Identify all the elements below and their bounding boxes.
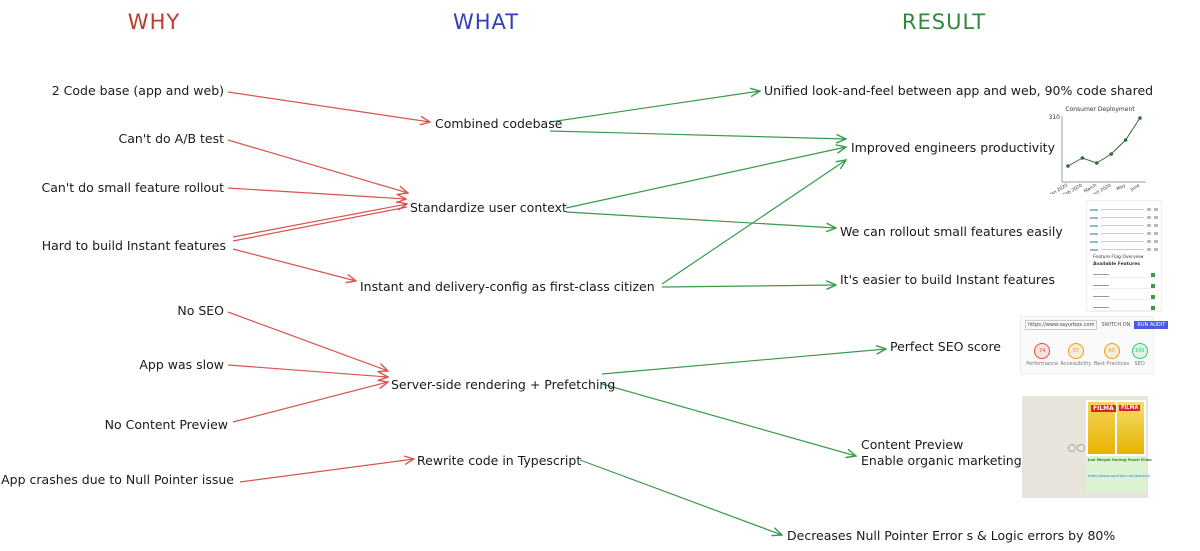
chart-xtick-label: Feb 2020 (1062, 182, 1083, 194)
chat-bubble: FILMA FILMA Jual Minyak Goreng Pouch Fil… (1086, 400, 1152, 492)
carousel-dot-icon (1068, 444, 1076, 452)
chart-xtick-label: April 2020 (1089, 182, 1112, 194)
seo-score-label: SEO (1134, 361, 1145, 367)
what-item-ssr-prefetching: Server-side rendering + Prefetching (391, 377, 616, 392)
arrow-seo-to-ssr (227, 311, 388, 371)
seo-switch-label: SWITCH ON (1101, 322, 1131, 328)
header-why: WHY (127, 10, 181, 34)
chart-title: Consumer Deployment (1065, 106, 1135, 113)
feature-toggle-row (1093, 272, 1155, 278)
chart-ytick-top: 310 (1049, 114, 1061, 121)
brand-label: FILMA (1119, 405, 1141, 411)
feature-toggle-row (1093, 305, 1155, 311)
preview-title: Jual Minyak Goreng Pouch Filma (1088, 458, 1152, 462)
carousel-dot-icon (1077, 444, 1085, 452)
result-item-seo-score: Perfect SEO score (890, 339, 1001, 354)
arrow-codebase-to-combined (227, 91, 430, 122)
chart-xtick-label: May (1116, 182, 1127, 192)
preview-link: https://www.sayurbox.com/product/ (1088, 474, 1151, 478)
why-item-code-base: 2 Code base (app and web) (51, 83, 224, 98)
why-item-ab-test: Can't do A/B test (118, 131, 225, 146)
chart-point (1109, 152, 1113, 156)
content-preview-thumbnail: FILMA FILMA Jual Minyak Goreng Pouch Fil… (1022, 396, 1152, 498)
arrow-rollout-to-context (227, 187, 406, 199)
seo-score-value: 87 (1067, 343, 1084, 359)
product-image: FILMA (1088, 402, 1116, 454)
feature-flag-row (1090, 231, 1158, 236)
product-image: FILMA (1117, 402, 1144, 454)
arrow-typescript-to-null (579, 459, 782, 535)
arrow-combined-to-productivity (549, 130, 846, 139)
arrow-slow-to-ssr (227, 364, 388, 377)
chart-series-line (1067, 117, 1141, 167)
header-result: RESULT (901, 10, 987, 34)
feature-flags-subtitle: Available Features (1093, 262, 1141, 267)
arrow-context-to-productivity (565, 147, 846, 209)
feature-flags-title: Feature Flag Overview (1093, 255, 1144, 260)
why-item-content-preview: No Content Preview (104, 417, 228, 432)
seo-score-label: Performance (1026, 361, 1058, 367)
why-item-instant-features: Hard to build Instant features (41, 238, 226, 253)
arrow-config-to-productivity (661, 160, 846, 285)
chart-xtick-label: June (1129, 182, 1142, 193)
why-item-no-seo: No SEO (177, 303, 224, 318)
feature-flag-row (1090, 247, 1158, 252)
result-item-rollout: We can rollout small features easily (840, 224, 1063, 239)
feature-flag-row (1090, 207, 1158, 212)
arrow-config-to-instant (661, 285, 836, 287)
header-what: WHAT (452, 10, 520, 34)
arrow-preview-to-ssr (232, 382, 388, 423)
arrow-instant-to-context-2 (232, 206, 408, 242)
arrow-ssr-to-preview (601, 383, 856, 456)
what-item-combined-codebase: Combined codebase (435, 116, 563, 131)
feature-flag-row (1090, 215, 1158, 220)
result-item-unified: Unified look-and-feel between app and we… (764, 83, 1154, 98)
chart-point (1138, 116, 1142, 120)
what-item-typescript: Rewrite code in Typescript (417, 453, 582, 468)
what-item-delivery-config: Instant and delivery-config as first-cla… (360, 279, 655, 294)
seo-score-label: Best Practices (1093, 361, 1130, 367)
chart-point (1080, 156, 1085, 160)
feature-flag-row (1090, 239, 1158, 244)
brand-label: FILMA (1091, 405, 1116, 412)
chart-point (1066, 164, 1070, 168)
arrow-ssr-to-seo (601, 349, 886, 375)
seo-audit-thumbnail: https://www.sayurbox.com SWITCH ON RUN A… (1020, 316, 1169, 374)
seo-score-value: 93 (1103, 343, 1120, 359)
arrow-combined-to-unified (549, 91, 760, 123)
why-item-app-slow: App was slow (139, 357, 224, 372)
seo-score-value: 74 (1034, 343, 1051, 359)
seo-run-audit-button: RUN AUDIT (1134, 321, 1169, 329)
feature-flag-row (1090, 223, 1158, 228)
seo-score-label: Accessibility (1060, 361, 1092, 367)
chart-point (1095, 161, 1099, 165)
why-item-null-pointer: App crashes due to Null Pointer issue (1, 472, 234, 487)
seo-score-value: 100 (1131, 343, 1148, 359)
result-item-content-preview: Content Preview Enable organic marketing (861, 437, 1022, 468)
chart-xtick-label: Jan 2020 (1048, 182, 1069, 194)
feature-flags-thumbnail: Feature Flag Overview Available Features (1086, 200, 1162, 312)
result-item-productivity: Improved engineers productivity (851, 140, 1055, 155)
arrow-instant-to-context-1 (232, 204, 407, 238)
arrow-ab-to-context (227, 139, 408, 193)
arrow-instant-to-config (232, 248, 356, 281)
arrow-context-to-rollout (565, 211, 836, 228)
feature-toggle-row (1093, 283, 1155, 289)
chart-point (1123, 138, 1128, 142)
result-item-instant: It's easier to build Instant features (840, 272, 1056, 287)
result-item-null-pointer: Decreases Null Pointer Error s & Logic e… (787, 528, 1116, 543)
seo-url-field: https://www.sayurbox.com (1025, 320, 1098, 330)
feature-toggle-row (1093, 294, 1155, 300)
arrow-crash-to-typescript (239, 459, 414, 483)
chart-xtick-label: March (1083, 182, 1098, 194)
what-item-user-context: Standardize user context (410, 200, 567, 215)
why-item-feature-rollout: Can't do small feature rollout (41, 180, 224, 195)
